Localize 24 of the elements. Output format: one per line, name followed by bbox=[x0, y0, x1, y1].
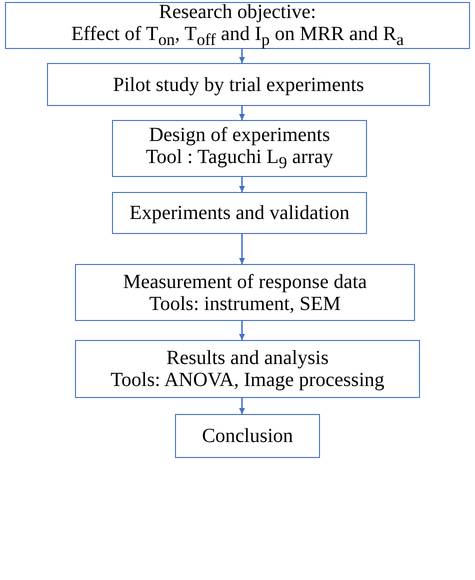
process-box bbox=[112, 120, 367, 177]
process-box bbox=[75, 264, 415, 321]
arrow bbox=[239, 49, 245, 63]
arrow bbox=[239, 398, 245, 414]
step-title: Design of experiments bbox=[148, 124, 330, 146]
arrow bbox=[239, 177, 245, 192]
step-title: Results and analysis bbox=[166, 347, 329, 369]
arrow bbox=[239, 321, 245, 340]
step-title: Pilot study by trial experiments bbox=[112, 74, 364, 96]
step-title: Conclusion bbox=[202, 425, 294, 447]
step-detail: Effect of T$_{on}$, T$_{off}$ and I$_{p}$ on MRR and R$_{a}$ bbox=[71, 22, 404, 50]
process-box bbox=[175, 414, 320, 458]
step-title: Experiments and validation bbox=[130, 202, 350, 224]
step-detail: Tools: ANOVA, Image processing bbox=[110, 369, 384, 391]
process-box bbox=[47, 63, 430, 106]
process-box bbox=[5, 2, 470, 49]
step-detail: Tools: instrument, SEM bbox=[149, 292, 341, 314]
step-detail: Tool : Taguchi L$_{9}$ array bbox=[146, 146, 334, 174]
arrow bbox=[239, 234, 245, 264]
process-box bbox=[112, 192, 367, 234]
process-box bbox=[75, 340, 420, 398]
arrow bbox=[239, 106, 245, 120]
step-title: Measurement of response data bbox=[123, 270, 367, 292]
step-title: Research objective: bbox=[158, 0, 316, 22]
